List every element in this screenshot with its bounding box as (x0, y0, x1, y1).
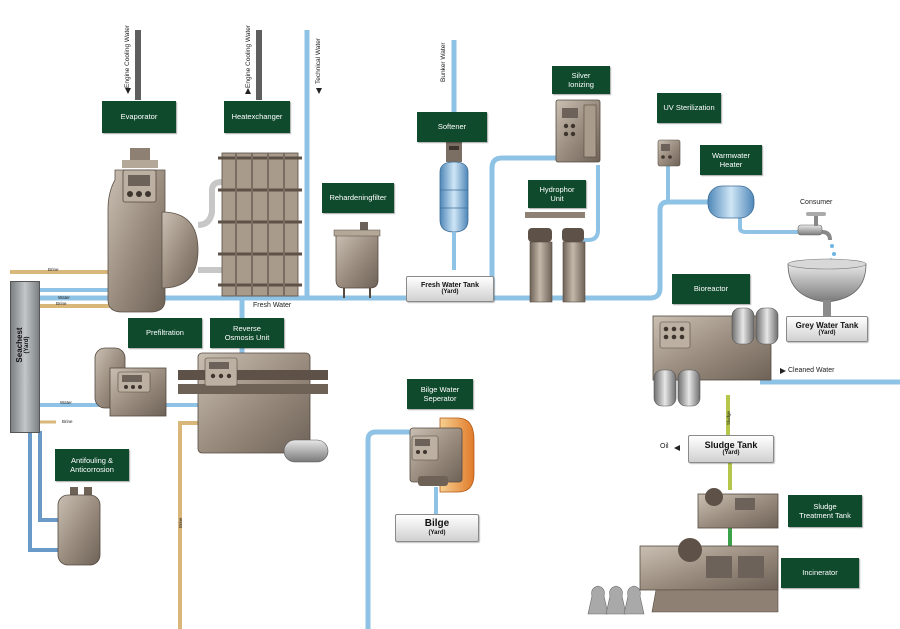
bioreactor-machine (652, 307, 779, 407)
hydrophor-loop-pipe (489, 155, 556, 298)
grey-water-tank-sub: (Yard) (818, 329, 836, 336)
warmwater-heater-label: Warmwater Heater (700, 145, 762, 175)
flow-arrows (125, 88, 786, 451)
arrow-down-icon (316, 88, 322, 94)
fresh-water-label: Fresh Water (253, 302, 292, 309)
uv-sterilization-machine (657, 139, 681, 167)
water-label-2: Water (60, 400, 72, 405)
arrow-down-icon (125, 88, 131, 94)
grey-water-tank-name: Grey Water Tank (795, 320, 859, 330)
technical-water-label: Technical Water (315, 38, 322, 84)
bunker-water-label: Bunker Water (440, 42, 447, 83)
grey-water-basin (787, 258, 867, 318)
fresh-water-tank: Fresh Water Tank (Yard) (406, 276, 494, 302)
fresh-water-tank-sub: (Yard) (441, 289, 459, 296)
brine-pipe-3 (178, 421, 200, 629)
softener-machine (439, 140, 469, 270)
sludge-sacks (587, 585, 645, 615)
bilge-tank: Bilge (Yard) (395, 514, 479, 542)
antifouling-machine (57, 487, 101, 566)
bilge-intake-pipe (365, 429, 410, 629)
bilge-tank-sub: (Yard) (428, 529, 446, 536)
brine-label-1: Brine (48, 267, 59, 272)
prefiltration-label: Prefiltration (128, 318, 202, 348)
silver-return-pipe (582, 165, 600, 242)
reverse-osmosis-machine (178, 352, 329, 463)
sludge-label: Sludge (726, 410, 731, 425)
antifouling-label: Antifouling & Anticorrosion (55, 449, 129, 481)
sludge-tank: Sludge Tank (Yard) (688, 435, 774, 463)
bilge-separator-machine (409, 417, 475, 493)
seachest-tank (10, 281, 40, 433)
evaporator-label: Evaporator (102, 101, 176, 133)
incinerator-label: Incinerator (781, 558, 859, 588)
brine-label-2: Brine (56, 301, 67, 306)
arrow-right-icon (780, 368, 786, 374)
arrow-left-icon (674, 445, 680, 451)
uv-sterilization-label: UV Sterilization (657, 93, 721, 123)
brine-label-4: Brine (178, 517, 183, 528)
warmwater-heater-machine (707, 185, 755, 219)
engine-cooling-label-1: Engine Cooling Water (124, 25, 131, 88)
evaporator-machine (107, 148, 223, 313)
reverse-osmosis-label: Reverse Osmosis Unit (210, 318, 284, 348)
hydrophor-machine (525, 212, 586, 303)
bioreactor-label: Bioreactor (672, 274, 750, 304)
brine-label-3: Brine (62, 419, 73, 424)
consumer-pipe (738, 216, 800, 234)
bilge-tank-name: Bilge (424, 518, 450, 530)
silver-ionizing-label: Silver Ionizing (552, 66, 610, 94)
antifouling-pipe-2 (38, 431, 60, 522)
grey-water-tank: Grey Water Tank (Yard) (786, 316, 868, 342)
fresh-water-main-pipe (38, 199, 710, 301)
cleaned-water-label: Cleaned Water (788, 367, 835, 374)
sludge-treatment-machine (697, 488, 779, 529)
sludge-tank-name: Sludge Tank (704, 439, 758, 450)
rehardeningfilter-machine (333, 222, 381, 298)
consumer-label: Consumer (800, 199, 833, 206)
water-label-1: Water (58, 295, 70, 300)
sludge-treatment-label: Sludge Treatment Tank (788, 495, 862, 527)
arrow-up-icon (245, 88, 251, 94)
incinerator-machine (639, 538, 779, 613)
oil-label: Oil (660, 443, 669, 450)
engine-cooling-label-2: Engine Cooling Water (245, 25, 252, 88)
seachest-label: Seachest (Yard) (15, 295, 30, 395)
heatexchanger-label: Heatexchanger (224, 101, 290, 133)
seachest-name: Seachest (15, 327, 24, 363)
bilge-separator-label: Bilge Water Seperator (407, 379, 473, 409)
hydrophor-unit-label: Hydrophor Unit (528, 180, 586, 208)
rehardeningfilter-label: Rehardeningfilter (322, 183, 394, 213)
fresh-water-tank-name: Fresh Water Tank (421, 282, 479, 290)
softener-label: Softener (417, 112, 487, 142)
consumer-faucet (797, 212, 836, 262)
sludge-tank-sub: (Yard) (722, 450, 740, 457)
seachest-sub: (Yard) (24, 336, 30, 354)
silver-ionizing-machine (555, 99, 601, 163)
heatexchanger-machine (218, 152, 302, 297)
prefiltration-machine (94, 347, 167, 417)
antifouling-pipe-1 (28, 431, 60, 552)
